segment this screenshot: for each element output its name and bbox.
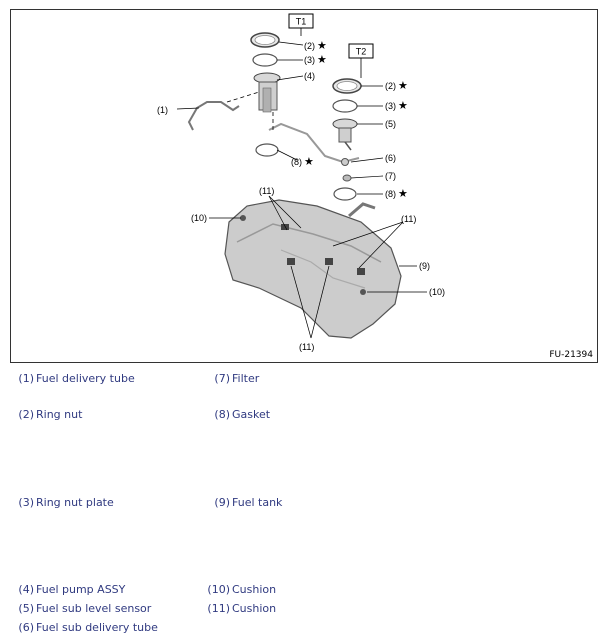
callout-2-t2: (2) <box>385 81 396 91</box>
star-icon: ★ <box>398 100 408 112</box>
callout-2-t1: (2) <box>304 41 315 51</box>
fuel-tank <box>224 199 402 339</box>
callout-5: (5) <box>385 119 396 129</box>
callout-3-t2: (3) <box>385 101 396 111</box>
star-icon: ★ <box>317 54 327 66</box>
legend-number: (2) <box>18 408 34 421</box>
filter <box>342 174 352 182</box>
legend-label: Fuel pump ASSY <box>36 583 126 596</box>
fuel-pump-assy <box>253 72 281 113</box>
legend-label: Cushion <box>232 583 277 596</box>
callout-9: (9) <box>419 261 430 271</box>
callout-11-right: (11) <box>401 214 416 224</box>
callout-6: (6) <box>385 153 396 163</box>
star-icon: ★ <box>398 80 408 92</box>
callout-11-bottom: (11) <box>299 342 314 352</box>
ring-nut-t1 <box>250 32 280 48</box>
legend-number: (3) <box>18 496 34 509</box>
legend-number: (11) <box>207 602 230 615</box>
legend-number: (8) <box>214 408 230 421</box>
cushion-10-lower <box>360 289 366 295</box>
callout-11-top: (11) <box>259 186 274 196</box>
callout-3-t1: (3) <box>304 55 315 65</box>
legend-label: Cushion <box>232 602 277 615</box>
fuel-sub-level-sensor <box>332 118 358 151</box>
star-icon: ★ <box>317 40 327 52</box>
callout-1: (1) <box>157 105 168 115</box>
legend-number: (9) <box>214 496 230 509</box>
legend-number: (6) <box>18 621 34 634</box>
diagram-drawing: T1 T2 <box>157 13 445 352</box>
fuel-delivery-tube <box>187 101 240 131</box>
fuel-sub-delivery-tube <box>341 158 349 166</box>
legend-label: Filter <box>232 372 260 385</box>
legend-label: Fuel sub delivery tube <box>36 621 158 634</box>
callout-4: (4) <box>304 71 315 81</box>
ring-nut-plate-t1 <box>252 53 278 67</box>
legend-number: (1) <box>18 372 34 385</box>
legend-label: Gasket <box>232 408 271 421</box>
gasket-t1 <box>255 143 279 157</box>
tag-t2: T2 <box>356 47 367 57</box>
legend-label: Fuel tank <box>232 496 283 509</box>
gasket-t2 <box>333 187 357 201</box>
legend-number: (4) <box>18 583 34 596</box>
star-icon: ★ <box>304 156 314 168</box>
callout-8-t1: (8) <box>291 157 302 167</box>
legend-number: (7) <box>214 372 230 385</box>
legend-label: Fuel sub level sensor <box>36 602 152 615</box>
legend-label: Fuel delivery tube <box>36 372 135 385</box>
ring-nut-t2 <box>332 78 362 94</box>
cushion-10-upper <box>240 215 246 221</box>
legend-number: (10) <box>207 583 230 596</box>
figure-id: FU-21394 <box>549 350 593 360</box>
callout-7: (7) <box>385 171 396 181</box>
tag-t1: T1 <box>296 17 307 27</box>
callout-8-t2: (8) <box>385 189 396 199</box>
legend-number: (5) <box>18 602 34 615</box>
callout-10-upper: (10) <box>191 213 207 223</box>
ring-nut-plate-t2 <box>332 99 358 113</box>
exploded-diagram: T1 T2 <box>10 9 598 363</box>
callout-10-lower: (10) <box>429 287 445 297</box>
legend-label: Ring nut <box>36 408 83 421</box>
legend-label: Ring nut plate <box>36 496 114 509</box>
star-icon: ★ <box>398 188 408 200</box>
